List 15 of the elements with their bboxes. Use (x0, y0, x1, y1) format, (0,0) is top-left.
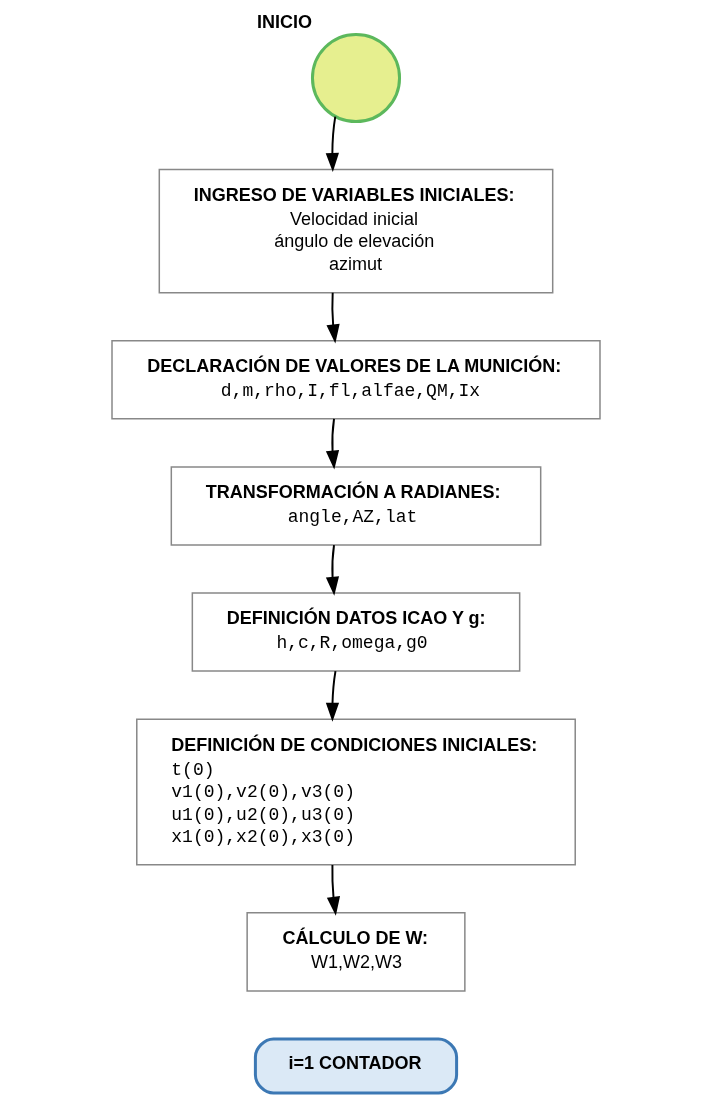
node-box: DECLARACIÓN DE VALORES DE LA MUNICIÓN: d,m,rho,I,fl,alfae,QM,Ix (110, 340, 601, 420)
node-circle (310, 33, 401, 124)
node-box: i=1 CONTADOR (253, 1037, 458, 1095)
node-box: CÁLCULO DE W: W1,W2,W3 (245, 912, 466, 992)
arrow (325, 417, 339, 470)
node-box: TRANSFORMACIÓN A RADIANES: angle,AZ,lat (170, 466, 541, 546)
arrow (325, 544, 339, 596)
node-label: INICIO (256, 11, 312, 32)
arrow (325, 670, 339, 722)
arrow (326, 864, 340, 916)
node-box: DEFINICIÓN DATOS ICAO Y g: h,c,R,omega,g0 (191, 592, 520, 672)
node-box: INGRESO DE VARIABLES INICIALES: Velocidad inicial ángulo de elevación azimut (158, 168, 553, 294)
arrow (325, 115, 339, 172)
node-box: DEFINICIÓN DE CONDICIONES INICIALES: t(0) v1(0),v2(0),v3(0) u1(0),u2(0),u3(0) x1(0),x2(0),x3(0) (135, 718, 576, 866)
arrow (325, 291, 340, 344)
